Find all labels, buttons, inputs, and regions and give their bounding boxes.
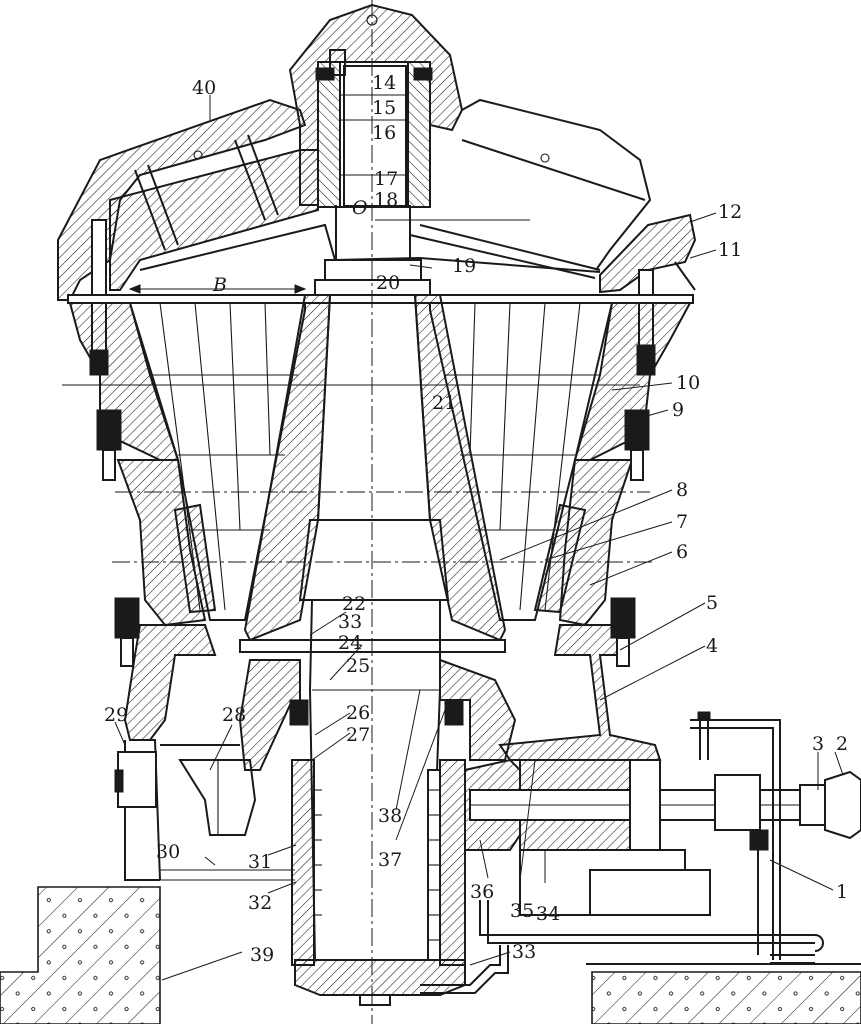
part-label-31: 31 — [248, 851, 272, 873]
part-label-37: 37 — [378, 849, 402, 871]
part-label-29: 29 — [104, 704, 128, 726]
part-label-3: 3 — [812, 733, 824, 755]
part-label-17: 17 — [374, 168, 398, 190]
part-labels: 1 2 3 4 5 6 7 8 9 10 11 12 14 15 16 17 1… — [104, 72, 848, 966]
part-label-5: 5 — [706, 592, 718, 614]
concave-liners — [128, 302, 614, 621]
part-label-10: 10 — [676, 372, 700, 394]
part-label-8: 8 — [676, 479, 688, 501]
main-shaft — [308, 599, 441, 961]
upper-bearing-assembly — [314, 49, 433, 296]
centre-lines — [62, 0, 652, 1024]
part-label-33: 33 — [512, 941, 536, 963]
leader-lines — [114, 95, 844, 981]
part-label-2: 2 — [836, 733, 848, 755]
part-label-21: 21 — [432, 392, 456, 414]
part-label-24: 24 — [338, 632, 362, 654]
eccentric-assembly — [238, 658, 517, 1006]
lubrication-pipes — [420, 711, 824, 994]
inner-chamber — [160, 744, 257, 836]
part-label-32: 32 — [248, 892, 272, 914]
main-frame — [67, 294, 694, 881]
dimension-b: B — [128, 274, 307, 296]
part-label-28: 28 — [222, 704, 246, 726]
foundation-right — [586, 963, 861, 1024]
part-label-19: 19 — [452, 255, 476, 277]
foundation-left — [0, 886, 161, 1024]
part-label-9: 9 — [672, 399, 684, 421]
part-label-18: 18 — [374, 189, 398, 211]
part-label-27: 27 — [346, 724, 370, 746]
part-label-16: 16 — [372, 122, 396, 144]
part-label-39: 39 — [250, 944, 274, 966]
part-label-11: 11 — [718, 239, 742, 261]
part-label-7: 7 — [676, 511, 688, 533]
part-label-15: 15 — [372, 97, 396, 119]
crushing-cone — [239, 294, 507, 653]
drive-shaft-assembly — [464, 758, 861, 955]
part-label-40: 40 — [192, 77, 216, 99]
part-label-22: 22 — [342, 593, 366, 615]
axis-o-label: O — [352, 197, 368, 219]
part-label-4: 4 — [706, 635, 718, 657]
part-label-38: 38 — [378, 805, 402, 827]
part-label-35: 35 — [510, 900, 534, 922]
part-label-26: 26 — [346, 702, 370, 724]
part-label-34: 34 — [536, 903, 560, 925]
flange-bolts — [96, 409, 650, 667]
part-label-23: 33 — [338, 611, 362, 633]
dimension-b-label: B — [212, 274, 227, 296]
part-label-12: 12 — [718, 201, 742, 223]
part-label-30: 30 — [156, 841, 180, 863]
part-label-14: 14 — [372, 72, 396, 94]
part-label-36: 36 — [470, 881, 494, 903]
part-label-25: 25 — [346, 655, 370, 677]
part-label-20: 20 — [376, 272, 400, 294]
part-label-6: 6 — [676, 541, 688, 563]
part-label-1: 1 — [836, 881, 848, 903]
